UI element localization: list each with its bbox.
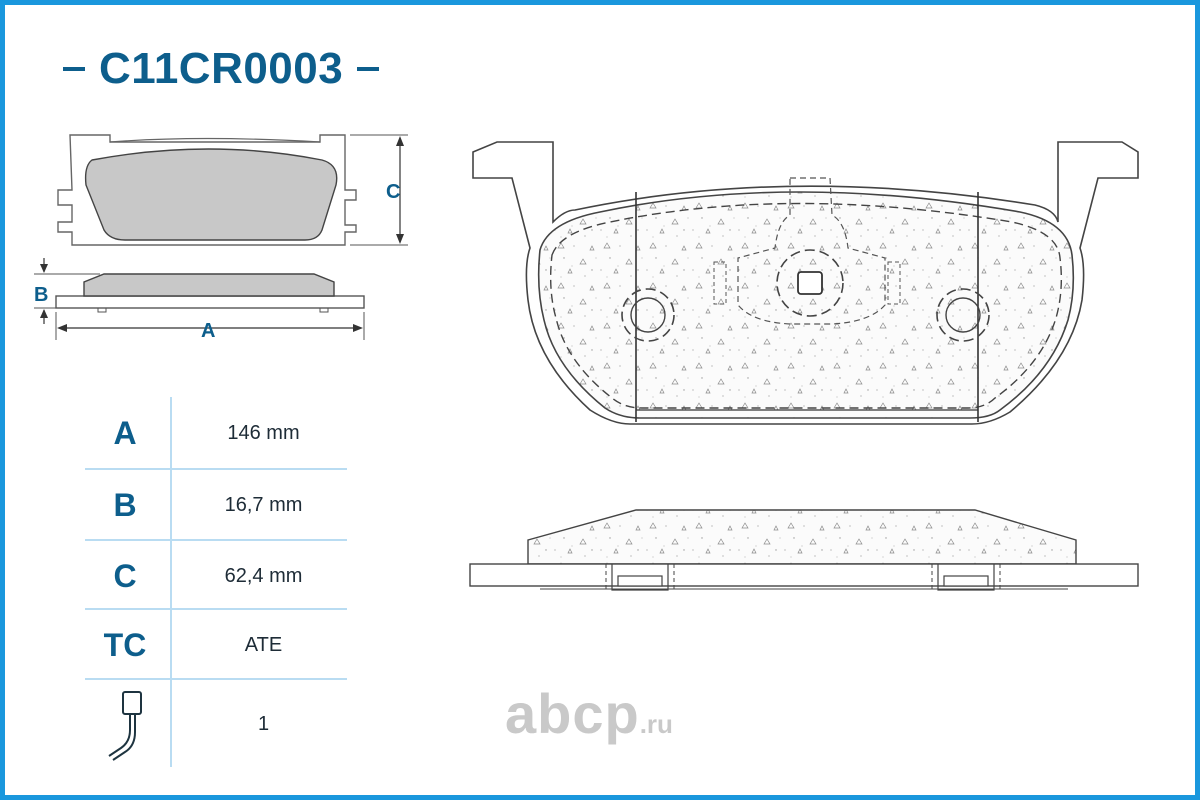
spec-row-b: B 16,7 mm [85, 469, 347, 541]
spec-table-divider [170, 397, 172, 767]
sketch-friction-pad [84, 148, 338, 241]
watermark-name: abcp [505, 682, 640, 745]
spec-row-c: C 62,4 mm [85, 540, 347, 612]
spec-row-sensor: 1 [85, 681, 347, 767]
spec-value: 16,7 mm [224, 493, 303, 516]
dimension-sketch [34, 134, 408, 340]
side-view-friction [527, 509, 1077, 565]
watermark-logo: abcp .ru [505, 681, 673, 746]
brake-pad-drawing [469, 141, 1139, 591]
spec-key: A [113, 414, 137, 451]
spec-row-a: A 146 mm [85, 397, 347, 469]
title-dash-left [63, 67, 85, 71]
dimension-label-b: B [34, 284, 49, 306]
side-view-plate [469, 563, 1139, 587]
spec-key: TC [103, 626, 147, 663]
spec-row-separator [85, 678, 347, 680]
spec-table: A 146 mm B 16,7 mm C 62,4 mm TC ATE [85, 397, 347, 767]
spec-row-separator [85, 468, 347, 470]
spec-value: ATE [244, 633, 283, 656]
spec-value: 1 [257, 712, 270, 735]
spec-value: 62,4 mm [224, 564, 303, 587]
spec-row-separator [85, 608, 347, 610]
dimension-label-a: A [201, 320, 216, 342]
title-dash-right [357, 67, 380, 71]
watermark-tld: .ru [639, 709, 673, 739]
sketch-side-pad [83, 273, 335, 297]
friction-material [537, 191, 1075, 419]
spec-row-tc: TC ATE [85, 609, 347, 681]
wear-sensor-icon [85, 681, 165, 767]
spec-key: B [113, 486, 137, 523]
spec-value: 146 mm [227, 421, 300, 444]
page-title: C11CR0003 [49, 39, 393, 99]
center-clip [797, 271, 823, 295]
spec-key: C [113, 557, 137, 594]
spec-row-separator [85, 539, 347, 541]
dimension-label-c: C [386, 181, 401, 203]
part-number: C11CR0003 [99, 44, 344, 93]
